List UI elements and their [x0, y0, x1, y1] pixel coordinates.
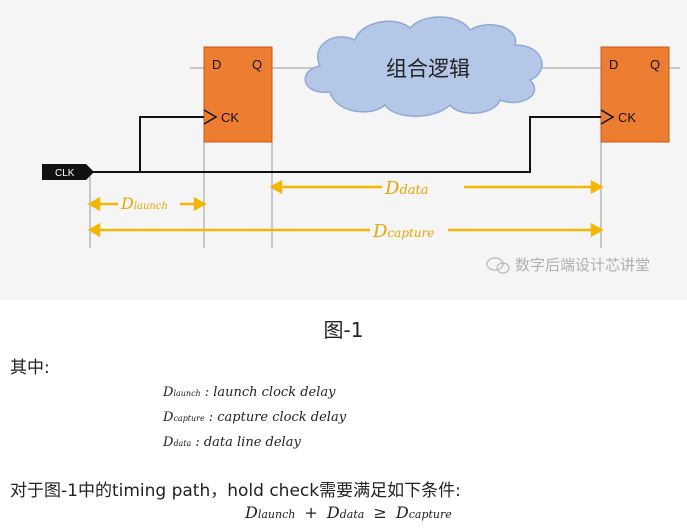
capture-ff-clock-triangle: [600, 109, 615, 125]
d-launch-label-sub: launch: [134, 201, 168, 212]
figure-caption: 图-1: [323, 318, 364, 342]
formula-term-launch-sub: launch: [257, 508, 296, 521]
capture-flip-flop: [600, 46, 670, 143]
wechat-icon-bubble: [496, 262, 510, 274]
d-capture-label-main: D: [372, 221, 388, 242]
formula-term-data-sub: data: [339, 508, 365, 521]
clk-input-tag: [42, 164, 94, 180]
capture-ff-q-label: Q: [650, 57, 660, 72]
capture-ff-d-label: D: [609, 57, 618, 72]
definition-row: Dlaunch: launch clock delay: [163, 380, 346, 405]
timing-path-diagram: 组合逻辑 D Q CK D Q CK CLK Dlaunch Ddata Dca…: [42, 16, 680, 274]
hold-check-condition-text: 对于图-1中的timing path，hold check需要满足如下条件:: [10, 481, 461, 501]
d-launch-label-bg: [118, 193, 180, 213]
d-data-label: Ddata: [384, 178, 428, 199]
definition-desc: : launch clock delay: [204, 385, 336, 400]
formula-term-launch: D: [245, 503, 258, 522]
d-capture-arrow-head-left: [87, 222, 101, 238]
formula-plus: +: [304, 503, 318, 522]
d-capture-label-sub: capture: [387, 226, 434, 240]
definition-row: Ddata: data line delay: [163, 430, 346, 455]
definition-symbol: D: [163, 385, 174, 400]
wechat-watermark: 数字后端设计芯讲堂: [486, 256, 650, 274]
launch-ff-d-label: D: [212, 57, 221, 72]
formula-term-capture-sub: capture: [408, 508, 452, 521]
hold-check-formula: Dlaunch + Ddata ≥ Dcapture: [245, 503, 452, 522]
d-data-label-bg: [382, 175, 464, 199]
definitions-list: Dlaunch: launch clock delay Dcapture: ca…: [163, 380, 346, 455]
d-data-label-main: D: [384, 178, 400, 199]
clock-net-launch: [139, 116, 204, 172]
definition-symbol-sub: data: [173, 439, 192, 448]
definition-symbol: D: [163, 410, 174, 425]
clock-net-capture: [90, 116, 601, 173]
d-data-arrow-head-right: [590, 179, 604, 195]
launch-ff-q-label: Q: [252, 57, 262, 72]
d-launch-arrow-head-left: [87, 196, 101, 212]
definition-symbol-sub: launch: [173, 389, 201, 398]
definition-symbol: D: [163, 435, 174, 450]
formula-geq: ≥: [373, 503, 387, 522]
d-data-arrow-head-left: [269, 179, 283, 195]
clk-label: CLK: [55, 168, 75, 179]
watermark-text: 数字后端设计芯讲堂: [515, 256, 650, 274]
launch-ff-ck-label: CK: [221, 110, 239, 125]
d-capture-arrow-head-right: [590, 222, 604, 238]
wechat-icon: [486, 257, 504, 271]
launch-ff-clock-triangle: [203, 109, 218, 125]
d-capture-label: Dcapture: [372, 221, 434, 242]
d-launch-arrow-head-right: [193, 196, 207, 212]
cloud-label: 组合逻辑: [386, 57, 470, 81]
d-capture-label-bg: [370, 218, 448, 242]
intro-text: 其中:: [10, 358, 50, 378]
definition-row: Dcapture: capture clock delay: [163, 405, 346, 430]
d-launch-label-main: D: [120, 194, 134, 213]
definition-desc: : capture clock delay: [208, 410, 347, 425]
formula-term-data: D: [326, 503, 340, 522]
formula-term-capture: D: [395, 503, 409, 522]
launch-flip-flop: [203, 46, 273, 143]
d-launch-label: Dlaunch: [120, 194, 168, 213]
combinational-logic-cloud: [304, 16, 543, 117]
definition-symbol-sub: capture: [173, 414, 205, 423]
definition-desc: : data line delay: [195, 435, 301, 450]
capture-ff-ck-label: CK: [618, 110, 636, 125]
d-data-label-sub: data: [399, 183, 428, 198]
